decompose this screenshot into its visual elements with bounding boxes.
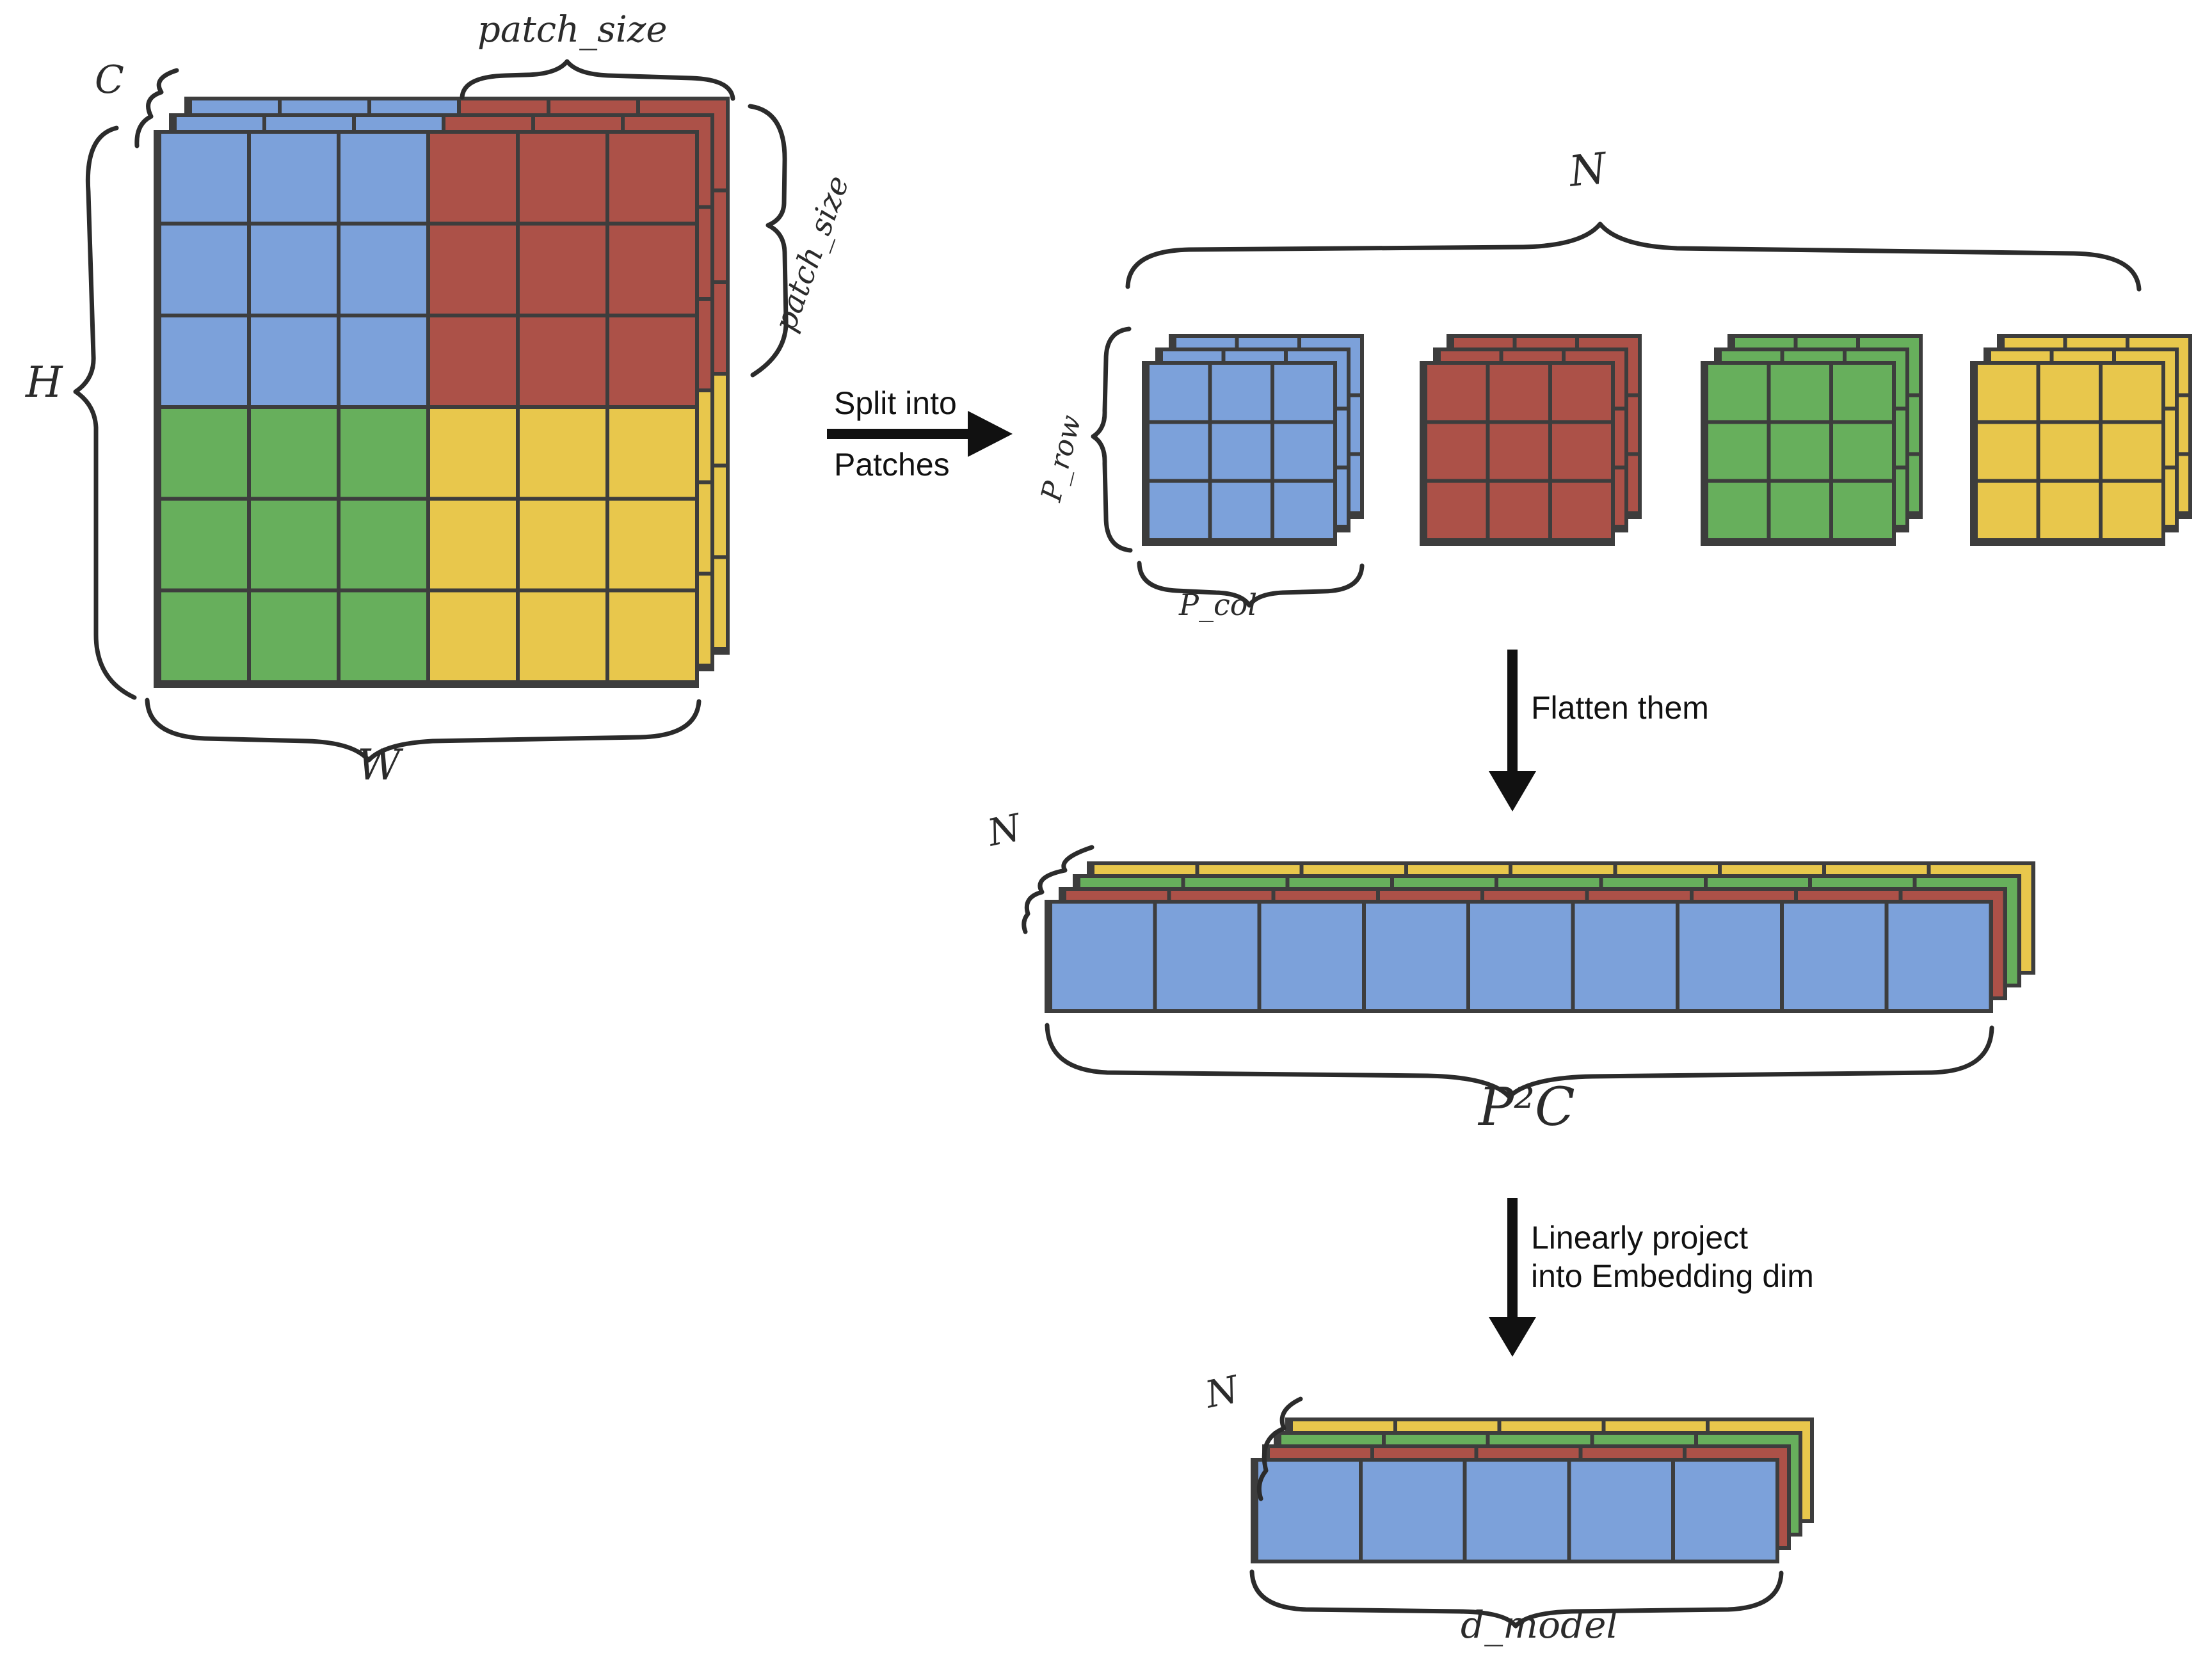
- patch-count-label: N: [1567, 143, 1609, 196]
- project-step-label-line1: Linearly project: [1531, 1220, 1749, 1256]
- width-label: W: [357, 740, 401, 790]
- patch-size-top-brace: [460, 59, 735, 101]
- flattened-count-label: N: [984, 805, 1025, 855]
- split-arrow-head: [968, 411, 1013, 457]
- height-brace: [73, 125, 137, 700]
- p-row-label: P_row: [1035, 411, 1088, 505]
- patch-red-channel-front: [1420, 361, 1615, 546]
- p-col-label: P_col: [1179, 587, 1258, 622]
- patch-green-channel-front: [1701, 361, 1896, 546]
- embedding-row-blue: [1251, 1458, 1779, 1563]
- patch-size-top-label: patch_size: [477, 9, 668, 51]
- patch-yellow-channel-front: [1970, 361, 2165, 546]
- project-arrow-head: [1489, 1317, 1536, 1357]
- flattened-row-blue: [1045, 900, 1993, 1013]
- patch-size-side-label: patch_size: [767, 171, 857, 337]
- patch-size-side-brace: [748, 104, 789, 378]
- channels-label: C: [95, 58, 124, 102]
- height-label: H: [26, 358, 63, 407]
- embedding-count-label: N: [1201, 1367, 1243, 1417]
- project-step-label-line2: into Embedding dim: [1531, 1258, 1814, 1294]
- input-image-channel-front: [154, 130, 699, 688]
- flatten-arrow-head: [1489, 771, 1536, 811]
- flattened-dim-label: P²C: [1479, 1077, 1575, 1138]
- split-step-label-line1: Split into: [834, 385, 957, 421]
- patch-blue-channel-front: [1142, 361, 1337, 546]
- p-row-brace: [1091, 326, 1133, 553]
- split-step-label-line2: Patches: [834, 447, 950, 483]
- patch-count-brace: [1125, 221, 2142, 292]
- width-brace: [145, 698, 701, 763]
- flatten-step-label: Flatten them: [1531, 690, 1709, 726]
- embedding-dim-label: d_model: [1461, 1603, 1619, 1647]
